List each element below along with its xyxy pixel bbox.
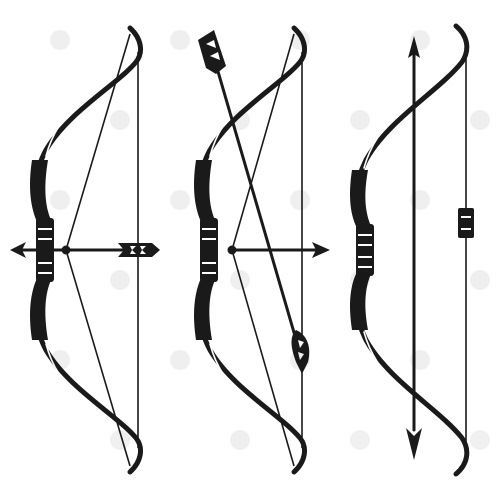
bow-1-arrowhead	[10, 242, 26, 258]
bow-2-grip	[194, 160, 216, 224]
bow-2-drawn-arrow	[227, 242, 330, 258]
bow-2-arrowhead	[312, 242, 330, 258]
bow-3-string-fletching	[458, 208, 474, 238]
bow-3-grip	[350, 170, 372, 230]
bow-1-arrow	[10, 242, 160, 258]
watermark	[50, 30, 490, 450]
bow-1	[10, 25, 160, 475]
bow-2-crossed-arrow	[198, 30, 310, 374]
bow-1-grip	[30, 160, 52, 224]
bow-2	[194, 25, 330, 475]
bow-3-arrowhead-bottom	[406, 428, 422, 460]
bow-3	[350, 23, 474, 477]
bow-2-crossed-head	[291, 330, 310, 374]
bow-3-arrow	[406, 36, 422, 460]
bow-2-crossed-fletching	[198, 30, 226, 74]
bow-1-fletching	[118, 243, 160, 257]
bow-3-arrowhead-top	[408, 36, 420, 58]
